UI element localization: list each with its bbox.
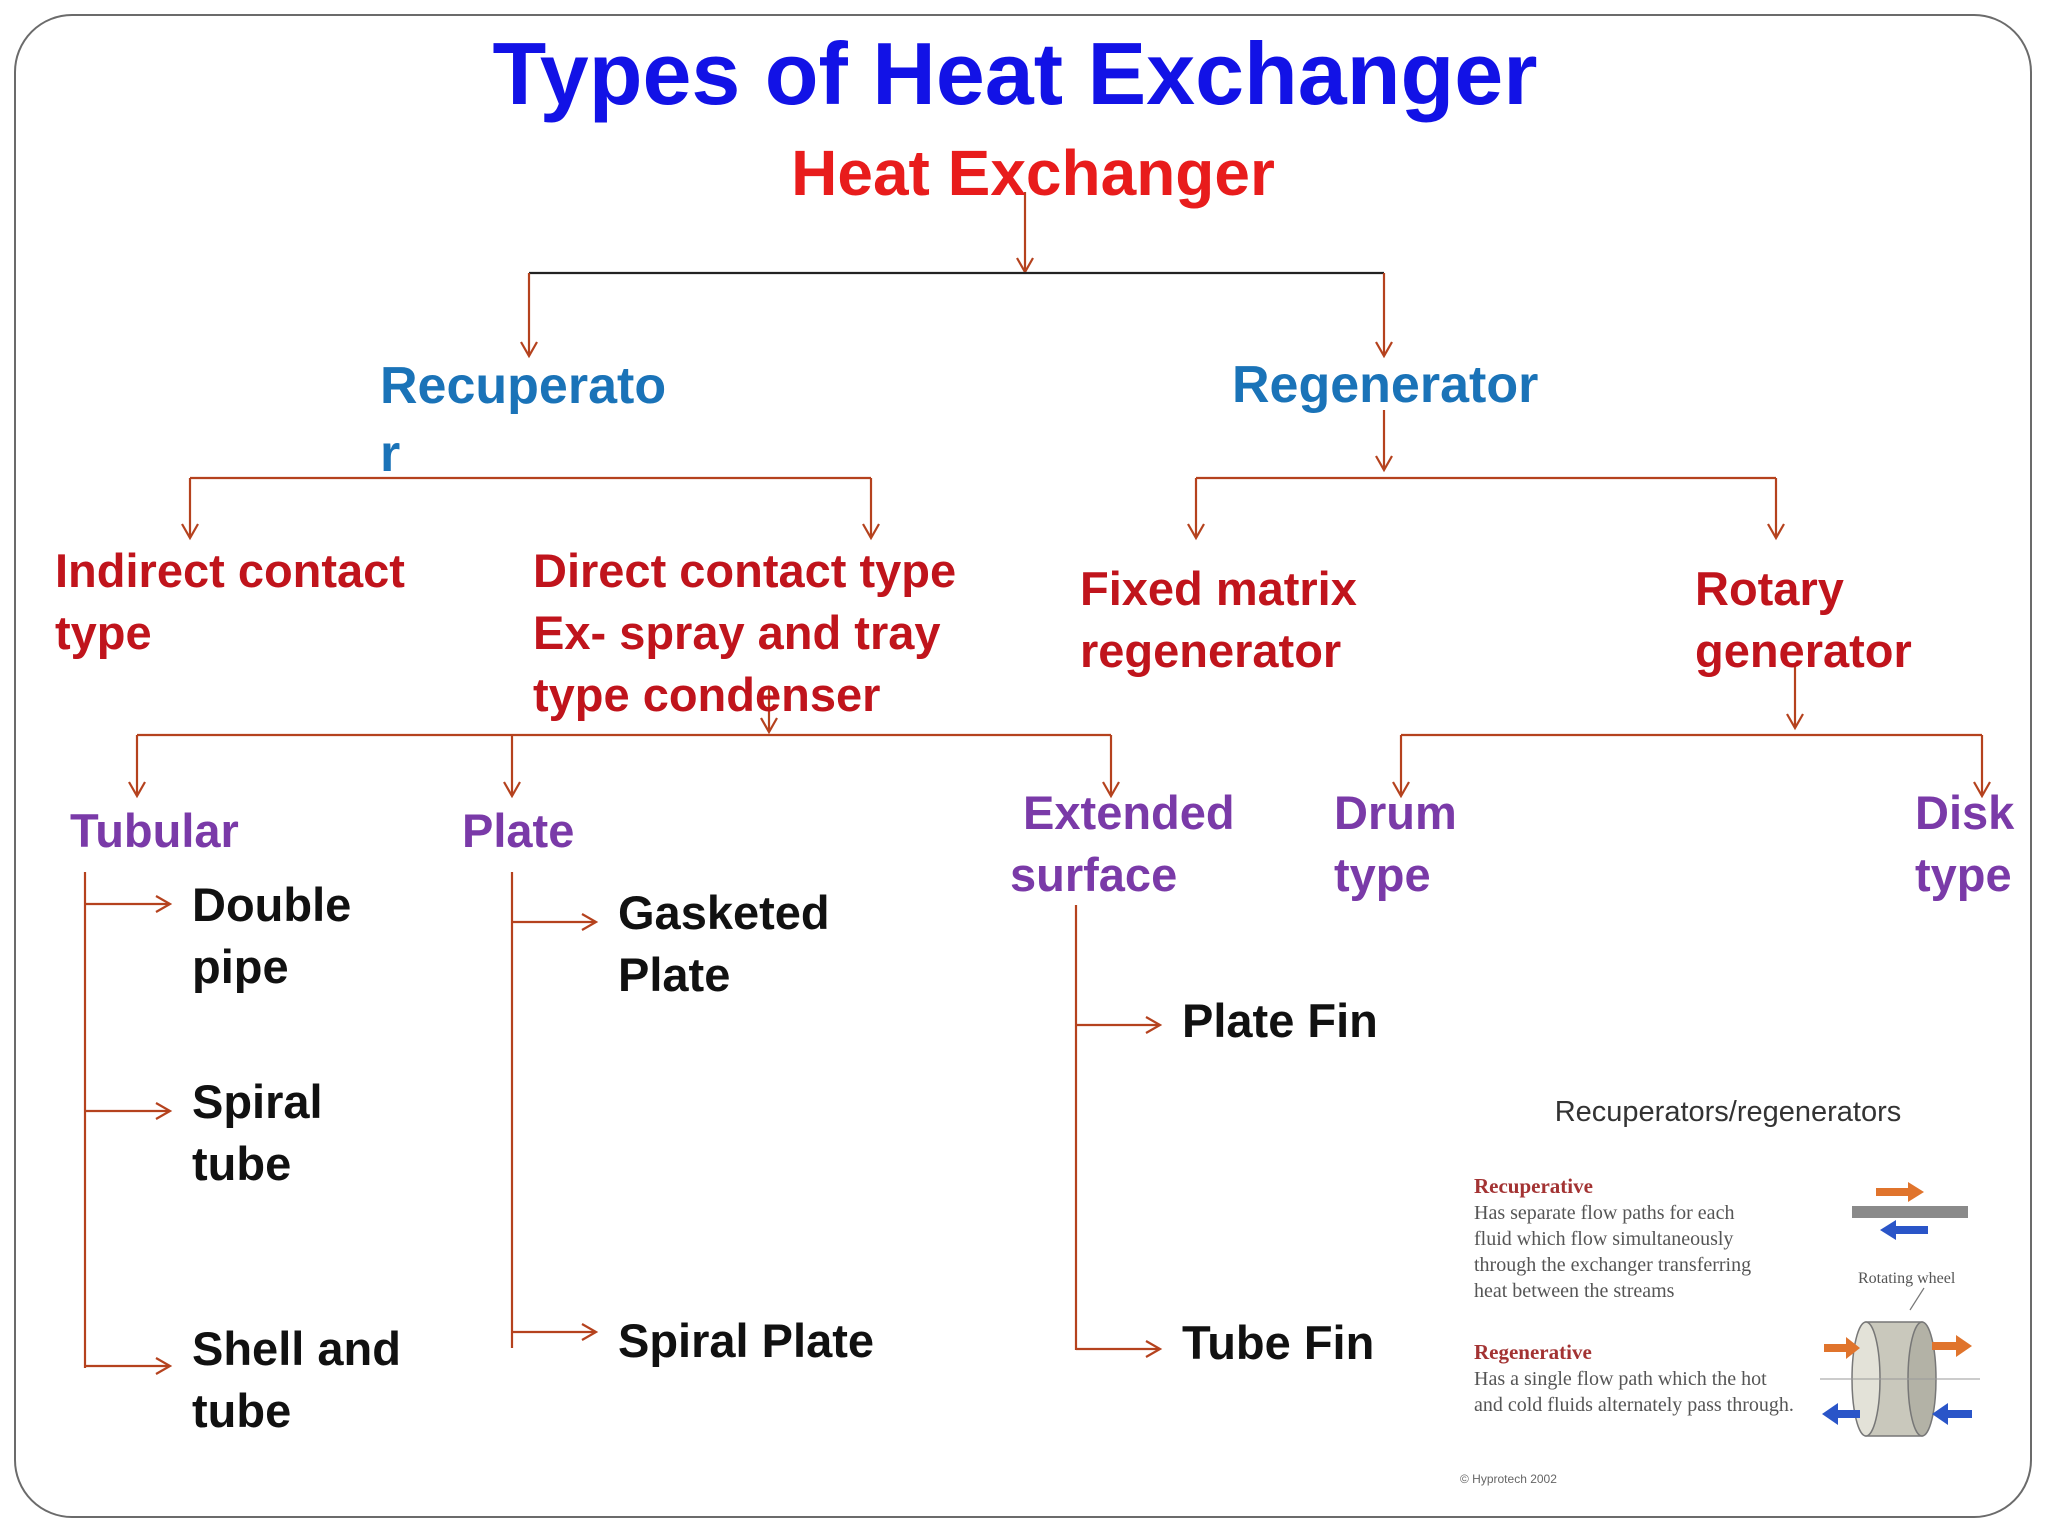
inset-rotating-wheel-label: Rotating wheel	[1858, 1270, 1956, 1287]
node-regenerator: Regenerator	[1232, 356, 1539, 414]
root-node-heat-exchanger: Heat Exchanger	[791, 137, 1275, 209]
slide-title: Types of Heat Exchanger	[492, 24, 1538, 123]
node-extended-surface: Extended surface	[1010, 786, 1235, 901]
node-tube-fin: Tube Fin	[1182, 1316, 1375, 1369]
separating-wall-icon	[1852, 1206, 1968, 1218]
node-disk-type: Disk type	[1915, 786, 2015, 901]
node-drum-type: Drum type	[1334, 786, 1457, 901]
node-shell-and-tube: Shell and tube	[192, 1322, 401, 1437]
node-recuperator: Recuperato r	[380, 357, 667, 483]
inset-regenerative-heading: Regenerative	[1474, 1340, 1592, 1364]
node-direct-contact: Direct contact type Ex- spray and tray t…	[533, 544, 957, 721]
cold-in-arrow-icon	[1932, 1403, 1972, 1425]
hot-in-arrow-icon	[1824, 1337, 1860, 1359]
node-double-pipe: Double pipe	[192, 878, 352, 993]
node-rotary-generator: Rotary generator	[1695, 562, 1912, 677]
node-fixed-matrix: Fixed matrix regenerator	[1080, 562, 1357, 677]
inset-copyright: © Hyprotech 2002	[1460, 1472, 1557, 1486]
hot-out-arrow-icon	[1932, 1335, 1972, 1357]
inset-title: Recuperators/regenerators	[1554, 1096, 1902, 1128]
node-indirect-contact: Indirect contact type	[55, 544, 405, 659]
node-spiral-plate: Spiral Plate	[618, 1314, 874, 1367]
node-spiral-tube: Spiral tube	[192, 1075, 323, 1190]
inset-recuperative-heading: Recuperative	[1474, 1174, 1593, 1198]
cold-flow-arrow-icon	[1880, 1220, 1928, 1240]
node-plate: Plate	[462, 804, 575, 857]
inset-regenerative-text: Has a single flow path which the hot and…	[1474, 1368, 1794, 1416]
inset-recuperative-text: Has separate flow paths for each fluid w…	[1474, 1202, 1752, 1302]
hot-flow-arrow-icon	[1876, 1182, 1924, 1202]
recuperator-regenerator-inset: Recuperators/regenerators Recuperative H…	[1448, 1078, 1998, 1498]
cold-out-arrow-icon	[1822, 1403, 1860, 1425]
node-gasketed-plate: Gasketed Plate	[618, 886, 830, 1001]
slide-frame	[14, 14, 2032, 1518]
wheel-label-pointer	[1909, 1287, 1925, 1311]
node-plate-fin: Plate Fin	[1182, 994, 1378, 1047]
inset-illustration	[1820, 1182, 1980, 1437]
node-tubular: Tubular	[70, 804, 239, 857]
